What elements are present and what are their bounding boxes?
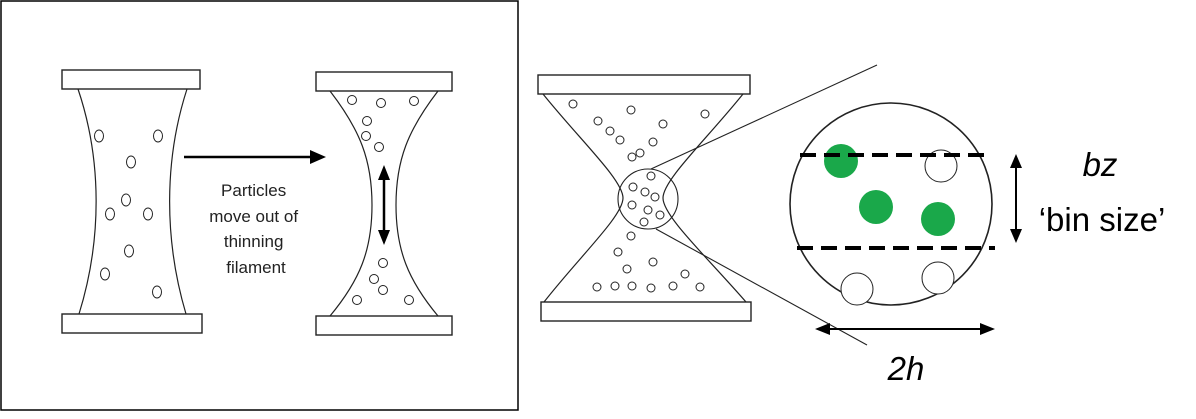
width-label: 2h — [887, 350, 925, 387]
particle — [379, 286, 388, 295]
particle — [377, 99, 386, 108]
particle — [641, 188, 649, 196]
particle — [370, 275, 379, 284]
filament-left-edge — [543, 94, 623, 302]
particle — [611, 282, 619, 290]
bin-size-arrow — [1010, 154, 1022, 243]
particle — [651, 193, 659, 201]
particle — [681, 270, 689, 278]
particle — [101, 268, 110, 280]
particle — [594, 117, 602, 125]
particle — [659, 120, 667, 128]
particle — [647, 284, 655, 292]
particle — [628, 282, 636, 290]
particle — [405, 296, 414, 305]
green-particle — [824, 144, 858, 178]
particle — [669, 282, 677, 290]
particle — [348, 96, 357, 105]
label-line: filament — [226, 258, 286, 277]
particle — [701, 110, 709, 118]
particle — [628, 153, 636, 161]
particle — [379, 259, 388, 268]
label-line: Particles — [221, 181, 286, 200]
particle — [606, 127, 614, 135]
left-panel-frame — [1, 1, 518, 410]
particle — [95, 130, 104, 142]
top-plate — [538, 75, 750, 94]
thinning-arrow — [378, 165, 390, 245]
bin-size-label: ‘bin size’ — [1039, 201, 1166, 238]
particle — [623, 265, 631, 273]
particle — [614, 248, 622, 256]
particle — [375, 143, 384, 152]
label-line: thinning — [224, 232, 284, 251]
filament-left-edge — [78, 89, 96, 314]
particle — [153, 286, 162, 298]
particles-label: Particles move out of thinning filament — [209, 181, 303, 277]
particle — [106, 208, 115, 220]
green-particle — [859, 190, 893, 224]
particle — [154, 130, 163, 142]
particle — [841, 273, 873, 305]
filament-right-edge — [170, 89, 187, 314]
particle — [362, 132, 371, 141]
magnified-view — [790, 103, 995, 305]
particle — [569, 100, 577, 108]
particle — [410, 97, 419, 106]
initial-filament — [62, 70, 202, 333]
green-particle — [921, 202, 955, 236]
particle — [922, 262, 954, 294]
particle — [628, 201, 636, 209]
particle — [640, 218, 648, 226]
particle — [353, 296, 362, 305]
particle — [636, 149, 644, 157]
particle — [644, 206, 652, 214]
particle — [616, 136, 624, 144]
label-line: move out of — [209, 207, 298, 226]
particle — [629, 183, 637, 191]
particle — [656, 211, 664, 219]
filament-right-edge — [396, 91, 438, 316]
particle — [144, 208, 153, 220]
particle — [627, 106, 635, 114]
particle — [696, 283, 704, 291]
bottom-plate — [316, 316, 452, 335]
particle — [122, 194, 131, 206]
particle — [125, 245, 134, 257]
transition-arrow — [184, 150, 326, 164]
top-plate — [316, 72, 452, 91]
bottom-plate — [62, 314, 202, 333]
particle — [649, 258, 657, 266]
particle — [363, 117, 372, 126]
bottom-plate — [541, 302, 751, 321]
particle — [127, 156, 136, 168]
particle — [649, 138, 657, 146]
bz-label: bz — [1083, 146, 1118, 183]
particle — [627, 232, 635, 240]
filament-right-edge — [663, 94, 746, 302]
particle — [647, 172, 655, 180]
particle — [593, 283, 601, 291]
top-plate — [62, 70, 200, 89]
width-arrow — [815, 323, 995, 335]
necked-filament — [538, 75, 751, 321]
